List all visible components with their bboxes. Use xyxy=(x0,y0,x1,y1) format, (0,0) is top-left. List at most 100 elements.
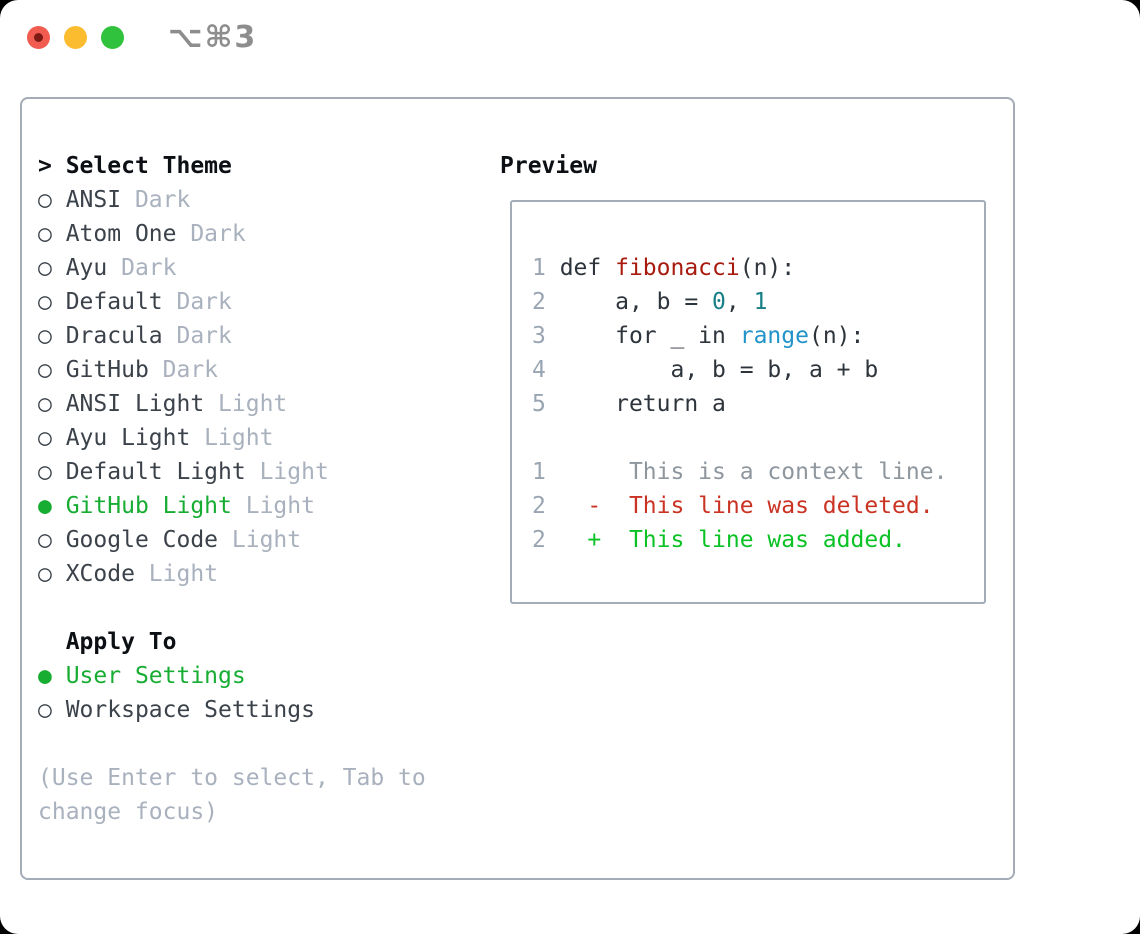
option-label: GitHub xyxy=(65,357,149,383)
code-token: fibonacci xyxy=(615,255,740,281)
theme-option[interactable]: ○ ANSI Light Light xyxy=(38,387,426,421)
option-variant-tag: Light xyxy=(190,425,274,451)
radio-icon: ○ xyxy=(38,391,66,417)
radio-icon: ○ xyxy=(38,527,66,553)
option-variant-tag: Light xyxy=(204,391,288,417)
theme-option[interactable]: ○ Ayu Light Light xyxy=(38,421,426,455)
option-label: Ayu xyxy=(65,255,108,281)
option-label: ANSI xyxy=(65,187,122,213)
selection-cursor: > xyxy=(38,153,66,179)
option-variant-tag: Dark xyxy=(107,255,177,281)
theme-list-heading: > Select Theme xyxy=(38,149,426,183)
option-variant-tag: Light xyxy=(134,561,219,587)
apply-to-heading: Apply To xyxy=(65,629,177,655)
radio-icon: ○ xyxy=(38,187,66,213)
theme-option[interactable]: ○ Atom One Dark xyxy=(38,217,426,251)
code-token: - This line was deleted. xyxy=(559,493,934,519)
code-token: + This line was added. xyxy=(559,527,906,553)
preview-heading: Preview xyxy=(500,153,597,179)
apply-option[interactable]: ○ Workspace Settings xyxy=(38,693,426,727)
option-variant-tag: Dark xyxy=(162,289,232,315)
line-number xyxy=(532,425,546,451)
radio-icon: ○ xyxy=(38,323,66,349)
minimize-button[interactable] xyxy=(64,26,87,49)
theme-options: ○ ANSI Dark○ Atom One Dark○ Ayu Dark○ De… xyxy=(38,183,426,591)
option-label: Ayu Light xyxy=(65,425,191,451)
option-variant-tag: Dark xyxy=(176,221,246,247)
line-number: 2 xyxy=(532,493,560,519)
code-line: 1 def fibonacci(n): xyxy=(532,251,947,285)
theme-option[interactable]: ○ Dracula Dark xyxy=(38,319,426,353)
option-variant-tag: Dark xyxy=(148,357,219,383)
code-line xyxy=(532,421,947,455)
close-button[interactable] xyxy=(27,26,50,49)
radio-icon: ○ xyxy=(38,425,66,451)
theme-option[interactable]: ○ Default Light Light xyxy=(38,455,426,489)
code-line: 1 This is a context line. xyxy=(532,455,947,489)
theme-option[interactable]: ○ ANSI Dark xyxy=(38,183,426,217)
option-variant-tag: Light xyxy=(218,527,302,553)
radio-icon: ○ xyxy=(38,357,66,383)
line-number: 1 xyxy=(532,255,560,281)
code-token: a, b = b, a + b xyxy=(559,357,879,383)
option-label: Default Light xyxy=(65,459,246,485)
option-label: GitHub Light xyxy=(65,493,232,519)
option-variant-tag: Dark xyxy=(162,323,232,349)
radio-icon: ○ xyxy=(38,459,66,485)
option-variant-tag: Light xyxy=(231,493,315,519)
apply-option[interactable]: ● User Settings xyxy=(38,659,426,693)
radio-icon: ○ xyxy=(38,561,66,587)
apply-options: ● User Settings○ Workspace Settings xyxy=(38,659,426,727)
line-number: 5 xyxy=(532,391,560,417)
code-token: (n): xyxy=(739,255,796,281)
code-line: 2 a, b = 0, 1 xyxy=(532,285,947,319)
radio-icon: ○ xyxy=(38,289,66,315)
line-number: 2 xyxy=(532,527,560,553)
code-token: def xyxy=(559,255,616,281)
code-token: for _ in xyxy=(559,323,740,349)
option-label: Default xyxy=(65,289,163,315)
code-line: 5 return a xyxy=(532,387,947,421)
option-label: Atom One xyxy=(65,221,177,247)
code-token: , xyxy=(725,289,754,315)
option-label: Dracula xyxy=(65,323,163,349)
code-token: (n): xyxy=(808,323,865,349)
theme-option[interactable]: ○ GitHub Dark xyxy=(38,353,426,387)
option-variant-tag: Dark xyxy=(121,187,191,213)
zoom-button[interactable] xyxy=(101,26,124,49)
line-number: 4 xyxy=(532,357,560,383)
keyboard-hint: (Use Enter to select, Tab to change focu… xyxy=(38,761,426,829)
theme-option[interactable]: ○ Default Dark xyxy=(38,285,426,319)
theme-list-heading-label: Select Theme xyxy=(65,153,232,179)
code-line: 3 for _ in range(n): xyxy=(532,319,947,353)
option-label: Workspace Settings xyxy=(65,697,315,723)
option-label: User Settings xyxy=(65,663,246,689)
window-title: ⌥⌘3 xyxy=(168,20,258,55)
radio-icon: ○ xyxy=(38,221,66,247)
code-token: 0 xyxy=(712,289,726,315)
radio-icon: ● xyxy=(38,493,66,519)
radio-icon: ○ xyxy=(38,255,66,281)
theme-option[interactable]: ○ Ayu Dark xyxy=(38,251,426,285)
code-token: return a xyxy=(559,391,726,417)
window-traffic-lights xyxy=(27,26,124,49)
theme-option[interactable]: ○ Google Code Light xyxy=(38,523,426,557)
theme-option[interactable]: ● GitHub Light Light xyxy=(38,489,426,523)
option-label: Google Code xyxy=(65,527,219,553)
theme-list: > Select Theme ○ ANSI Dark○ Atom One Dar… xyxy=(38,149,426,829)
line-number: 1 xyxy=(532,459,560,485)
code-token: a, b = xyxy=(559,289,713,315)
code-line: 4 a, b = b, a + b xyxy=(532,353,947,387)
option-label: ANSI Light xyxy=(65,391,205,417)
theme-option[interactable]: ○ XCode Light xyxy=(38,557,426,591)
option-variant-tag: Light xyxy=(245,459,329,485)
option-label: XCode xyxy=(65,561,135,587)
keyboard-hint-line1: (Use Enter to select, Tab to xyxy=(38,765,426,791)
line-number: 2 xyxy=(532,289,560,315)
code-line: 2 - This line was deleted. xyxy=(532,489,947,523)
radio-icon: ○ xyxy=(38,697,66,723)
code-token: This is a context line. xyxy=(559,459,948,485)
